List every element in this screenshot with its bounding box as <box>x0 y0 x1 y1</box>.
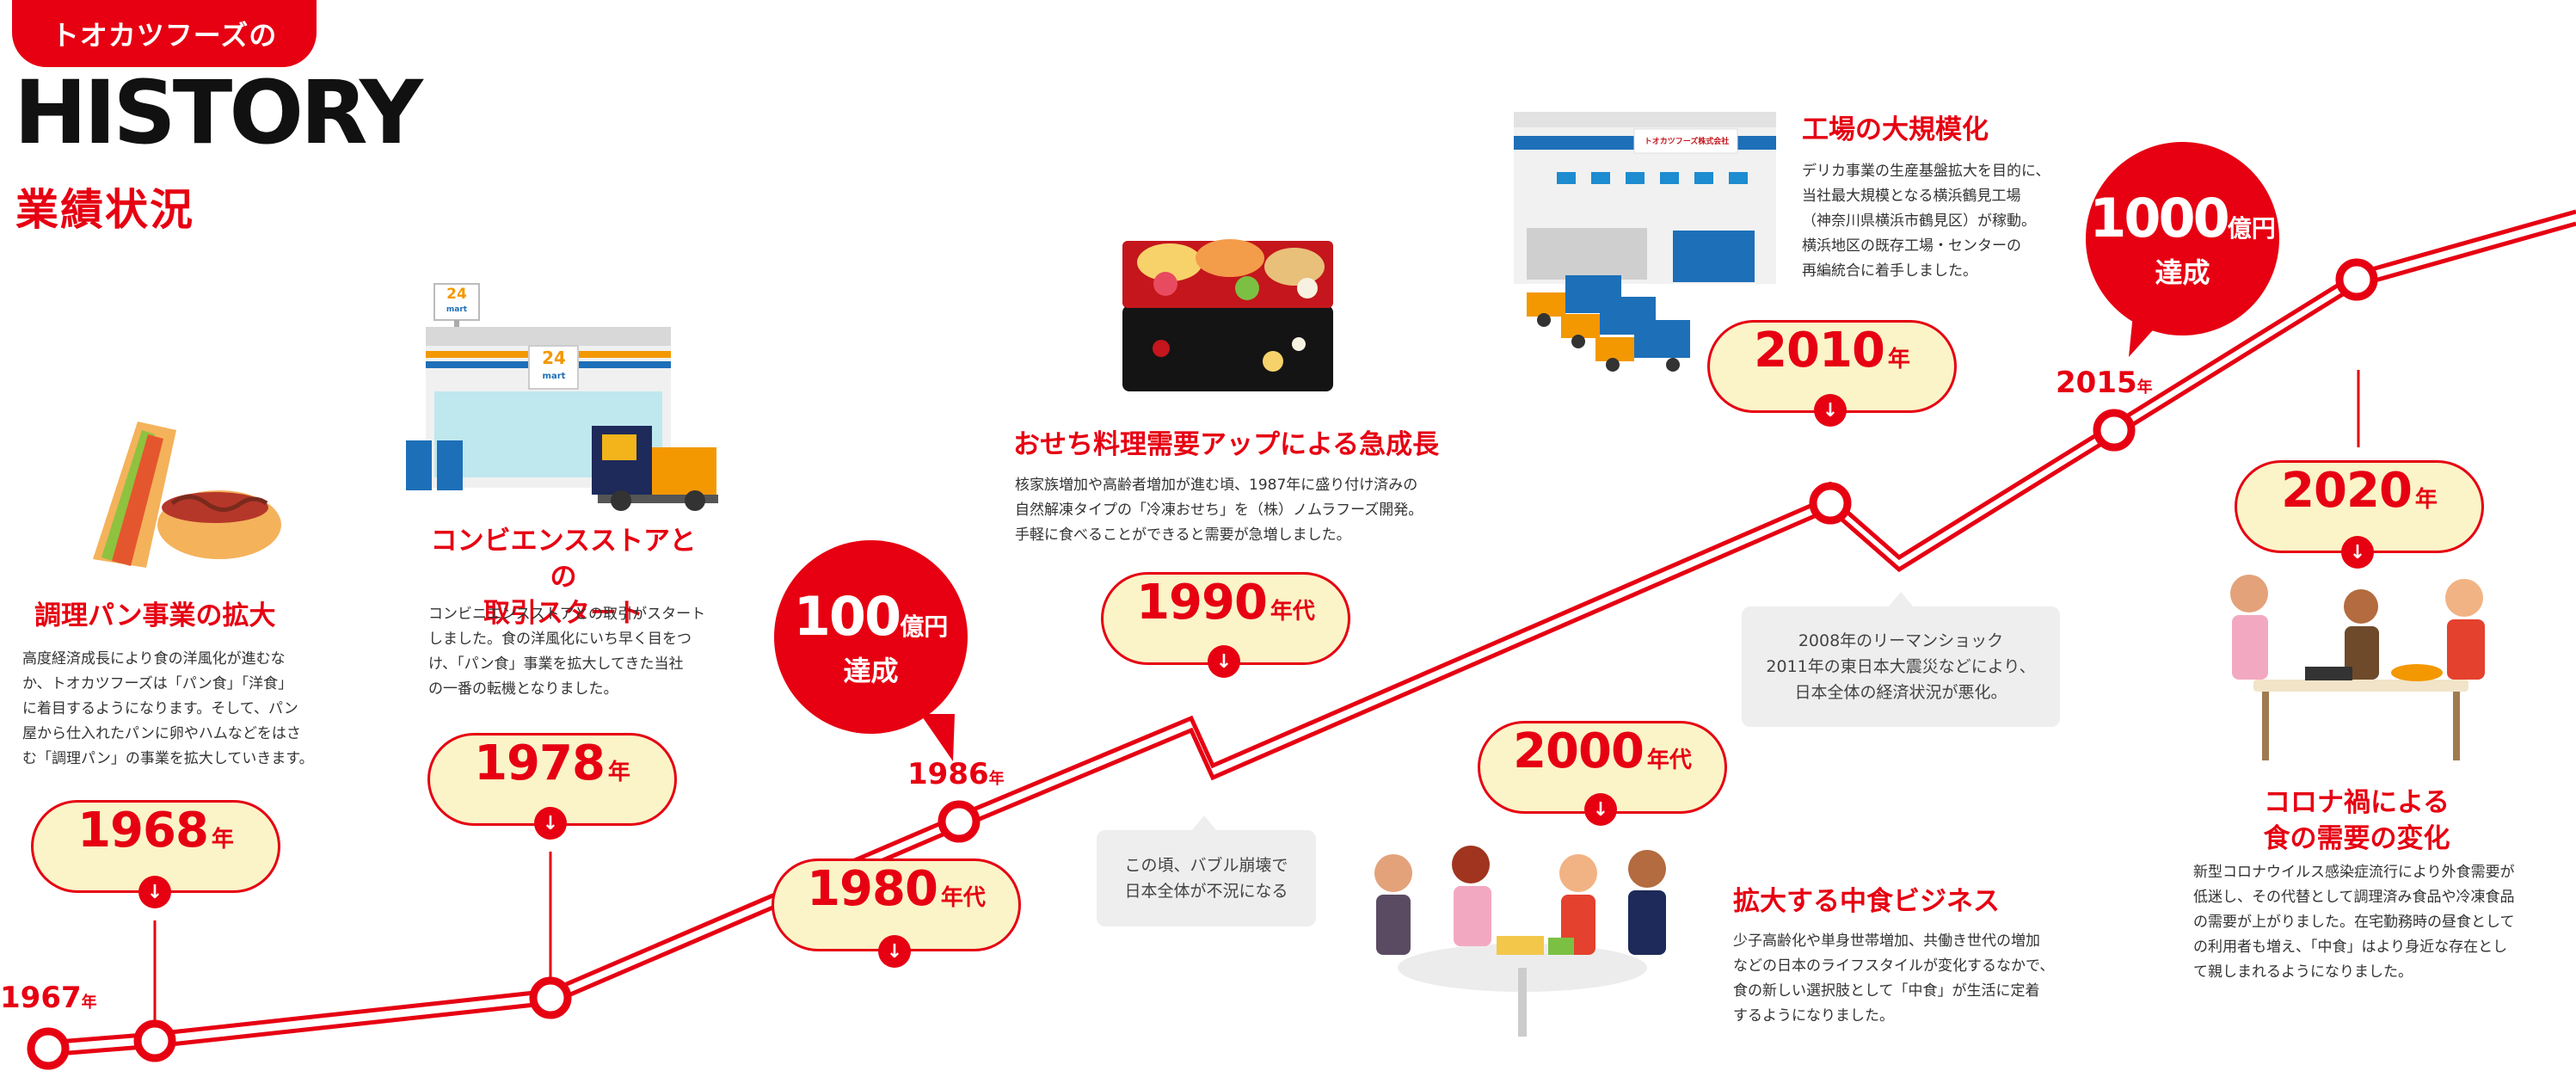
down-arrow-icon: ↓ <box>1584 793 1617 826</box>
family-dining-illustration <box>2230 575 2485 760</box>
down-arrow-icon: ↓ <box>878 935 911 968</box>
down-arrow-icon: ↓ <box>2341 536 2374 569</box>
osechi-illustration <box>1122 239 1333 391</box>
section-1978-title: コンビエンスストアとの 取引スタート <box>430 526 697 629</box>
timeline-nodes <box>27 258 2378 1070</box>
node-1978 <box>529 976 572 1019</box>
node-1986 <box>938 800 981 843</box>
year-label-1967: 1967年 <box>0 981 97 1015</box>
convenience-store-illustration <box>406 283 718 511</box>
section-2010-body: デリカ事業の生産基盤拡大を目的に、 当社最大規模となる横浜鶴見工場 （神奈川県横… <box>1802 163 2050 280</box>
section-2000-title: 拡大する中食ビジネス <box>1733 886 2000 917</box>
down-arrow-icon: ↓ <box>138 876 171 908</box>
milestone-100-pointer <box>920 714 955 761</box>
page-title: HISTORY <box>14 62 423 164</box>
note-pointer <box>1191 815 1217 831</box>
down-arrow-icon: ↓ <box>534 807 567 840</box>
year-label-2015: 2015年 <box>2056 366 2153 400</box>
section-1968-title: 調理パン事業の拡大 <box>34 600 276 631</box>
group-meal-illustration <box>1374 846 1666 1037</box>
factory-illustration <box>1514 112 1776 372</box>
section-1990-body: 核家族増加や高齢者増加が進む頃、1987年に盛り付け済みの 自然解凍タイプの「冷… <box>1015 477 1423 544</box>
milestone-1000-pointer <box>2129 314 2167 357</box>
node-2020 <box>2335 258 2378 301</box>
sandwich-illustration <box>93 422 281 568</box>
section-2000-body: 少子高齢化や単身世帯増加、共働き世代の増加 などの日本のライフスタイルが変化する… <box>1733 932 2055 1025</box>
note-lehman-shock: 2008年のリーマンショック 2011年の東日本大震災などにより、 日本全体の経… <box>1742 606 2060 727</box>
store-sign: 24 mart <box>446 286 468 314</box>
note-pointer <box>1888 592 1914 607</box>
node-1967 <box>27 1027 70 1070</box>
milestone-100oku: 100億円 達成 <box>774 540 968 734</box>
node-2010 <box>1809 482 1852 525</box>
year-label-1986: 1986年 <box>907 757 1005 791</box>
node-2015 <box>2093 409 2136 452</box>
section-1990-title: おせち料理需要アップによる急成長 <box>1013 429 1440 460</box>
section-1968-body: 高度経済成長により食の洋風化が進むな か、トオカツフーズは「パン食」「洋食」 に… <box>22 650 314 767</box>
down-arrow-icon: ↓ <box>1208 645 1240 678</box>
section-2020-title: コロナ禍による 食の需要の変化 <box>2263 787 2450 854</box>
page-subtitle: 業績状況 <box>15 185 194 235</box>
section-2020-body: 新型コロナウイルス感染症流行により外食需要が 低迷し、その代替として調理済み食品… <box>2193 864 2515 981</box>
down-arrow-icon: ↓ <box>1814 394 1847 427</box>
milestone-1000oku: 1000億円 達成 <box>2086 142 2279 335</box>
note-bubble-collapse: この頃、バブル崩壊で 日本全体が不況になる <box>1097 830 1316 926</box>
node-1968 <box>133 1019 176 1062</box>
factory-sign: トオカツフーズ株式会社 <box>1644 138 1730 146</box>
store-front-sign: 24 mart <box>542 348 566 381</box>
section-1978-body: コンビニエンスストアとの取引がスタート しました。食の洋風化にいち早く目をつ け… <box>428 606 706 698</box>
brand-tag: トオカツフーズの <box>12 0 317 67</box>
section-2010-title: 工場の大規模化 <box>1802 114 1989 145</box>
